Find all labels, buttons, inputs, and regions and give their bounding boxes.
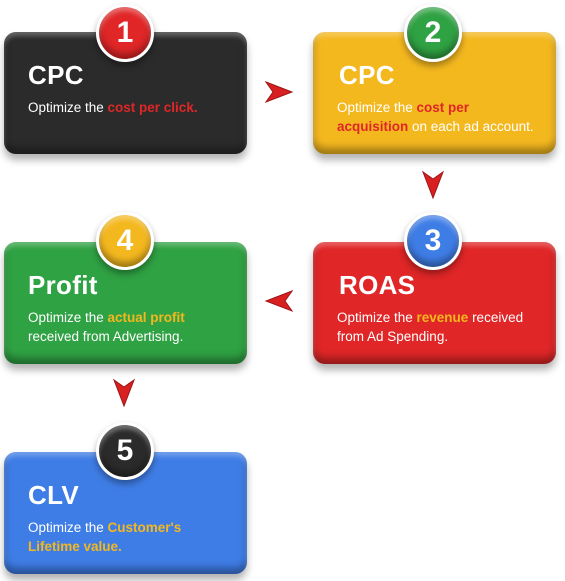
description-highlight: cost per acquisition (337, 100, 470, 134)
step-description: Optimize the Customer's Lifetime value. (28, 518, 227, 556)
description-text: Optimize the (337, 100, 417, 115)
step-description: Optimize the revenue received from Ad Sp… (337, 308, 536, 346)
step-title: Profit (28, 270, 98, 300)
step-description: Optimize the actual profit received from… (28, 308, 227, 346)
arrow-left-icon (264, 289, 294, 313)
description-text: received from Advertising. (28, 329, 184, 344)
step-title: CPC (28, 60, 84, 90)
step-description: Optimize the cost per click. (28, 98, 227, 117)
description-highlight: Customer's Lifetime value. (28, 520, 182, 554)
step-description: Optimize the cost per acquisition on eac… (337, 98, 536, 136)
step-title: CLV (28, 480, 79, 510)
description-highlight: revenue (416, 310, 469, 325)
description-text: received from Ad Spending. (337, 310, 524, 344)
arrow-down-icon (421, 170, 445, 200)
description-text: Optimize the (337, 310, 417, 325)
step-number-badge-2: 2 (404, 4, 462, 62)
description-text: Optimize the (28, 310, 108, 325)
description-highlight: actual profit (107, 310, 185, 325)
step-title: ROAS (339, 270, 416, 300)
description-text: Optimize the (28, 100, 108, 115)
arrow-right-icon (264, 80, 294, 104)
step-number-badge-5: 5 (96, 422, 154, 480)
step-number-badge-1: 1 (96, 4, 154, 62)
description-text: Optimize the (28, 520, 108, 535)
description-highlight: cost per click. (107, 100, 198, 115)
arrow-down-icon (112, 378, 136, 408)
step-title: CPC (339, 60, 395, 90)
description-text: on each ad account. (408, 119, 534, 134)
step-number-badge-4: 4 (96, 212, 154, 270)
step-number-badge-3: 3 (404, 212, 462, 270)
step-card-4: Profit Optimize the actual profit receiv… (4, 242, 247, 364)
step-card-2: CPC Optimize the cost per acquisition on… (313, 32, 556, 154)
